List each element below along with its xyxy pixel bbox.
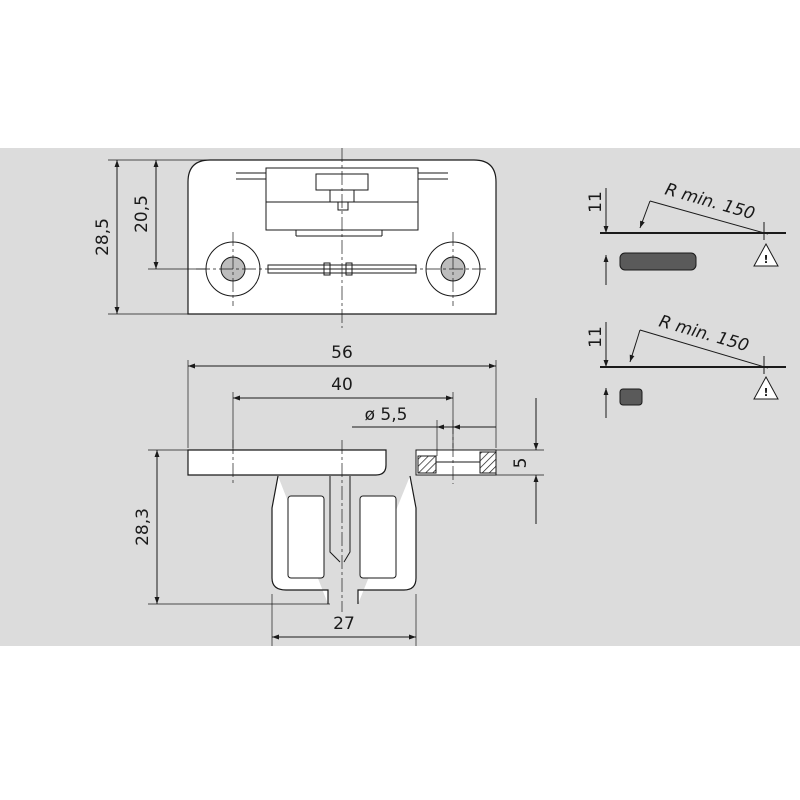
side-view	[148, 360, 544, 646]
panel-edge-bottom	[619, 388, 643, 406]
dim-plate-height: 28,5	[93, 218, 113, 256]
mounting-detail-bottom	[600, 322, 786, 418]
dim-clip-height: 28,3	[133, 508, 153, 546]
warning-icon	[753, 242, 779, 267]
dim-hole-center-height: 20,5	[132, 195, 152, 233]
plate-profile	[187, 449, 387, 476]
top-view	[108, 148, 497, 328]
dim-hole-diameter: ø 5,5	[365, 405, 408, 425]
dim-clip-width: 27	[333, 614, 355, 634]
dim-plate-thickness: 5	[511, 458, 531, 469]
panel-edge-top	[619, 252, 697, 271]
dim-clearance-bottom: 11	[586, 326, 606, 348]
warning-symbol-top: !	[763, 253, 768, 266]
dim-hole-spacing: 40	[331, 375, 353, 395]
warning-icon	[753, 375, 779, 400]
dim-overall-width: 56	[331, 343, 353, 363]
dim-clearance-top: 11	[586, 191, 606, 213]
warning-symbol-bottom: !	[763, 386, 768, 399]
mounting-detail-top	[600, 188, 786, 285]
radius-note-bottom: R min. 150	[657, 312, 751, 357]
